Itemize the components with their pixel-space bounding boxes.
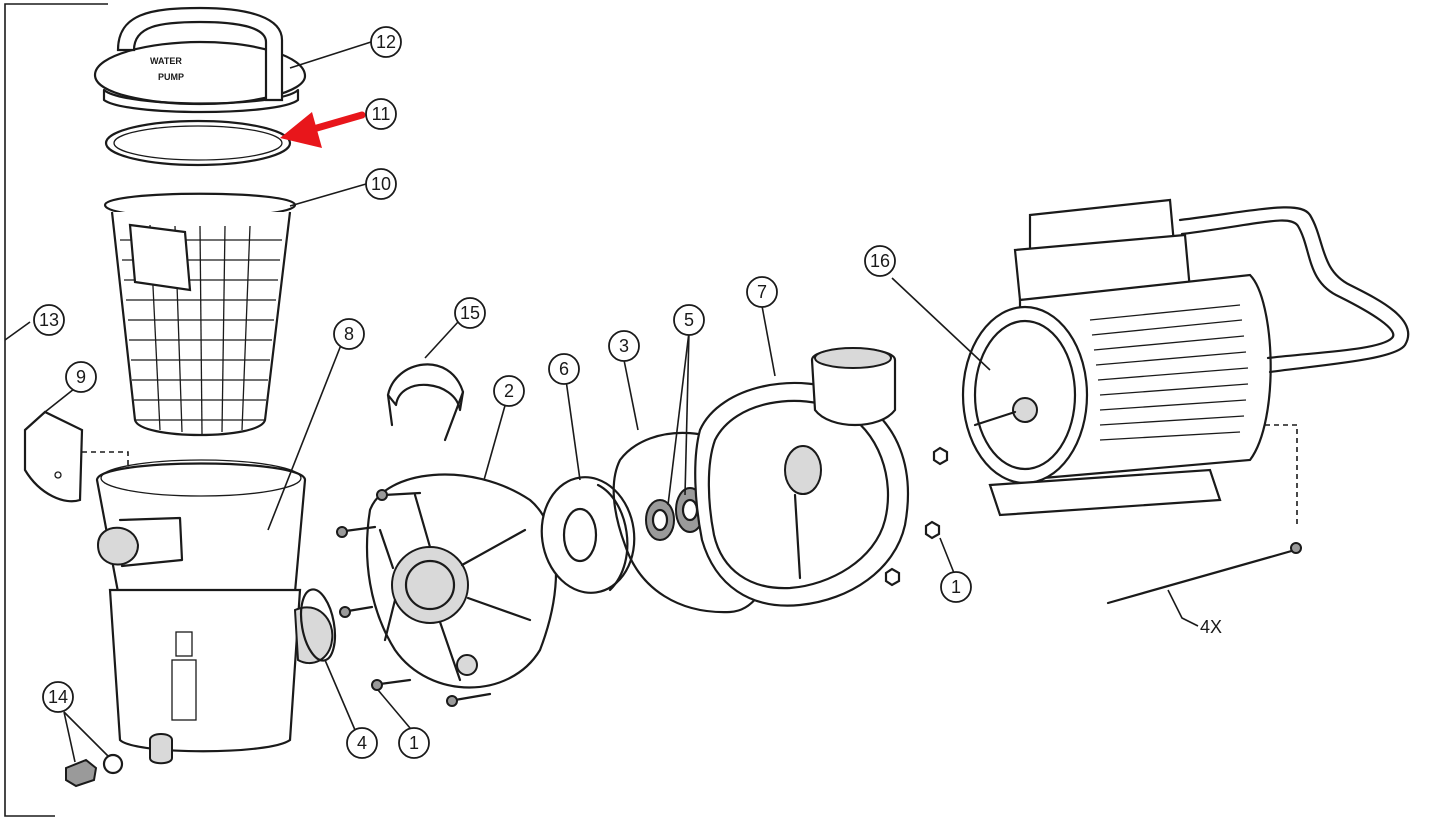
svg-text:9: 9 [76,367,86,387]
callout-12: 12 [370,26,402,58]
bolt-set-left [336,489,492,707]
svg-text:5: 5 [684,310,694,330]
seal-plate [365,473,558,689]
callout-13: 13 [33,304,65,336]
svg-text:6: 6 [559,359,569,379]
callout-leaders [44,41,1199,763]
svg-text:1: 1 [951,577,961,597]
svg-text:7: 7 [757,282,767,302]
callout-2: 2 [493,375,525,407]
callout-6: 6 [548,353,580,385]
highlight-arrow [280,111,366,148]
lid-text-water: WATER [150,56,182,66]
svg-text:11: 11 [372,104,391,124]
svg-text:12: 12 [376,32,396,52]
svg-text:14: 14 [48,687,68,707]
svg-text:4: 4 [357,733,367,753]
quantity-note: 4X [1200,617,1222,637]
strainer-lid: WATER PUMP [93,6,307,114]
diffuser-o-ring [299,588,337,662]
callout-1-right: 1 [940,571,972,603]
svg-text:15: 15 [460,303,480,323]
assembly-bracket-13 [4,3,108,817]
callout-14: 14 [42,681,74,713]
svg-text:10: 10 [371,174,391,194]
callout-3: 3 [608,330,640,362]
svg-text:3: 3 [619,336,629,356]
callout-7: 7 [746,276,778,308]
svg-text:16: 16 [870,251,890,271]
svg-text:13: 13 [39,310,59,330]
lid-o-ring [104,119,292,167]
callout-8: 8 [333,318,365,350]
retaining-clip [386,363,465,442]
volute-body [694,347,909,607]
callout-11: 11 [365,98,397,130]
callout-5: 5 [673,304,705,336]
callout-4: 4 [346,727,378,759]
nut-set-right [884,446,949,587]
pump-housing [95,459,334,765]
lid-text-pump: PUMP [158,72,184,82]
callout-9: 9 [65,361,97,393]
housing-cover-plate [23,410,129,503]
callout-16: 16 [864,245,896,277]
through-bolt [1106,542,1302,605]
svg-text:2: 2 [504,381,514,401]
callout-15: 15 [454,297,486,329]
svg-text:8: 8 [344,324,354,344]
motor [961,198,1410,525]
callout-1-left: 1 [398,727,430,759]
svg-text:1: 1 [409,733,419,753]
strainer-basket [103,192,297,437]
callout-10: 10 [365,168,397,200]
drain-plug [65,753,124,788]
